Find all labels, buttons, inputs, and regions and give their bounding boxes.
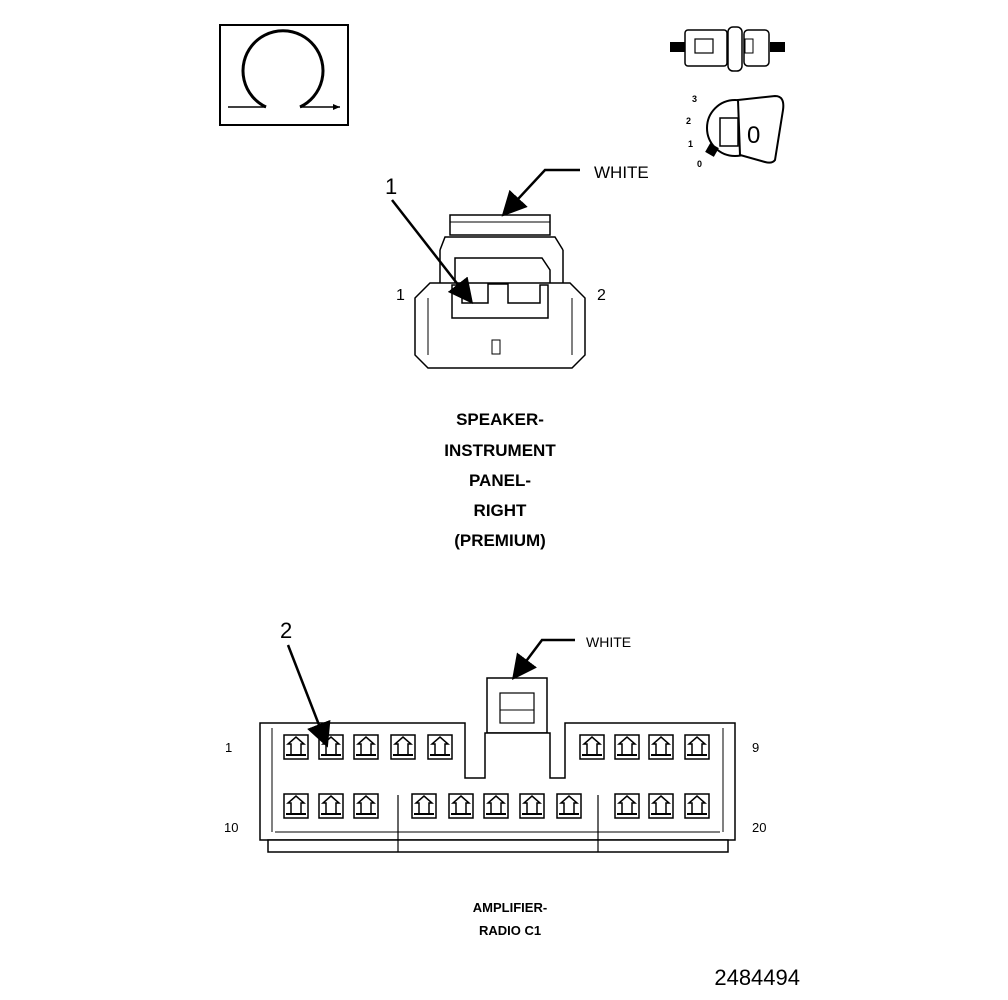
key-position-3: 3 <box>692 94 697 104</box>
pin-cavity-7 <box>614 734 640 760</box>
callout-2: 2 <box>280 618 292 643</box>
amp-pin-1-label: 1 <box>225 740 232 755</box>
speaker-title-line-4: RIGHT <box>474 501 528 520</box>
pin-cavity-18 <box>614 793 640 819</box>
amplifier-title-line-1: AMPLIFIER- <box>473 900 547 915</box>
speaker-title-line-3: PANEL- <box>469 471 531 490</box>
amp-pin-10-label: 10 <box>224 820 238 835</box>
pin-cavity-1 <box>283 734 309 760</box>
amplifier-title-line-2: RADIO C1 <box>479 923 541 938</box>
color-leader-top <box>501 168 580 217</box>
pin-cavity-10 <box>283 793 309 819</box>
pin-cavity-19 <box>648 793 674 819</box>
speaker-connector <box>414 214 586 369</box>
speaker-title-line-2: INSTRUMENT <box>444 441 556 460</box>
callout-1: 1 <box>385 174 397 199</box>
key-position-0: 0 <box>697 159 702 169</box>
amp-pin-9-label: 9 <box>752 740 759 755</box>
ignition-key-icon: 3 2 1 0 0 <box>686 94 785 169</box>
pin-cavity-14 <box>448 793 474 819</box>
callout-2-leader <box>286 644 331 748</box>
pin-cavity-13 <box>411 793 437 819</box>
pin-cavity-12 <box>353 793 379 819</box>
color-leader-bottom <box>512 638 575 680</box>
speaker-pin-1-label: 1 <box>396 287 405 304</box>
speaker-title-line-1: SPEAKER- <box>456 410 544 429</box>
pin-cavity-8 <box>648 734 674 760</box>
pin-cavity-17 <box>556 793 582 819</box>
connector-side-icon <box>670 26 785 72</box>
pin-cavity-6 <box>579 734 605 760</box>
key-position-2: 2 <box>686 116 691 126</box>
pin-cavity-2 <box>318 734 344 760</box>
pin-cavity-5 <box>427 734 453 760</box>
rotation-view-icon <box>219 24 349 126</box>
figure-number: 2484494 <box>714 965 800 990</box>
color-label-bottom: WHITE <box>586 634 631 650</box>
amp-pin-20-label: 20 <box>752 820 766 835</box>
speaker-title-line-5: (PREMIUM) <box>454 531 546 550</box>
key-position-1: 1 <box>688 139 693 149</box>
pin-cavity-15 <box>483 793 509 819</box>
pin-cavity-11 <box>318 793 344 819</box>
pin-cavity-9 <box>684 734 710 760</box>
pin-cavity-20 <box>684 793 710 819</box>
pin-cavity-16 <box>519 793 545 819</box>
pin-cavity-4 <box>390 734 416 760</box>
key-label: 0 <box>747 122 760 149</box>
callout-1-leader <box>391 199 474 304</box>
amplifier-pin-cavities <box>283 734 710 819</box>
pin-cavity-3 <box>353 734 379 760</box>
color-label-top: WHITE <box>594 163 649 182</box>
amplifier-connector <box>259 677 736 853</box>
speaker-pin-2-label: 2 <box>597 287 606 304</box>
